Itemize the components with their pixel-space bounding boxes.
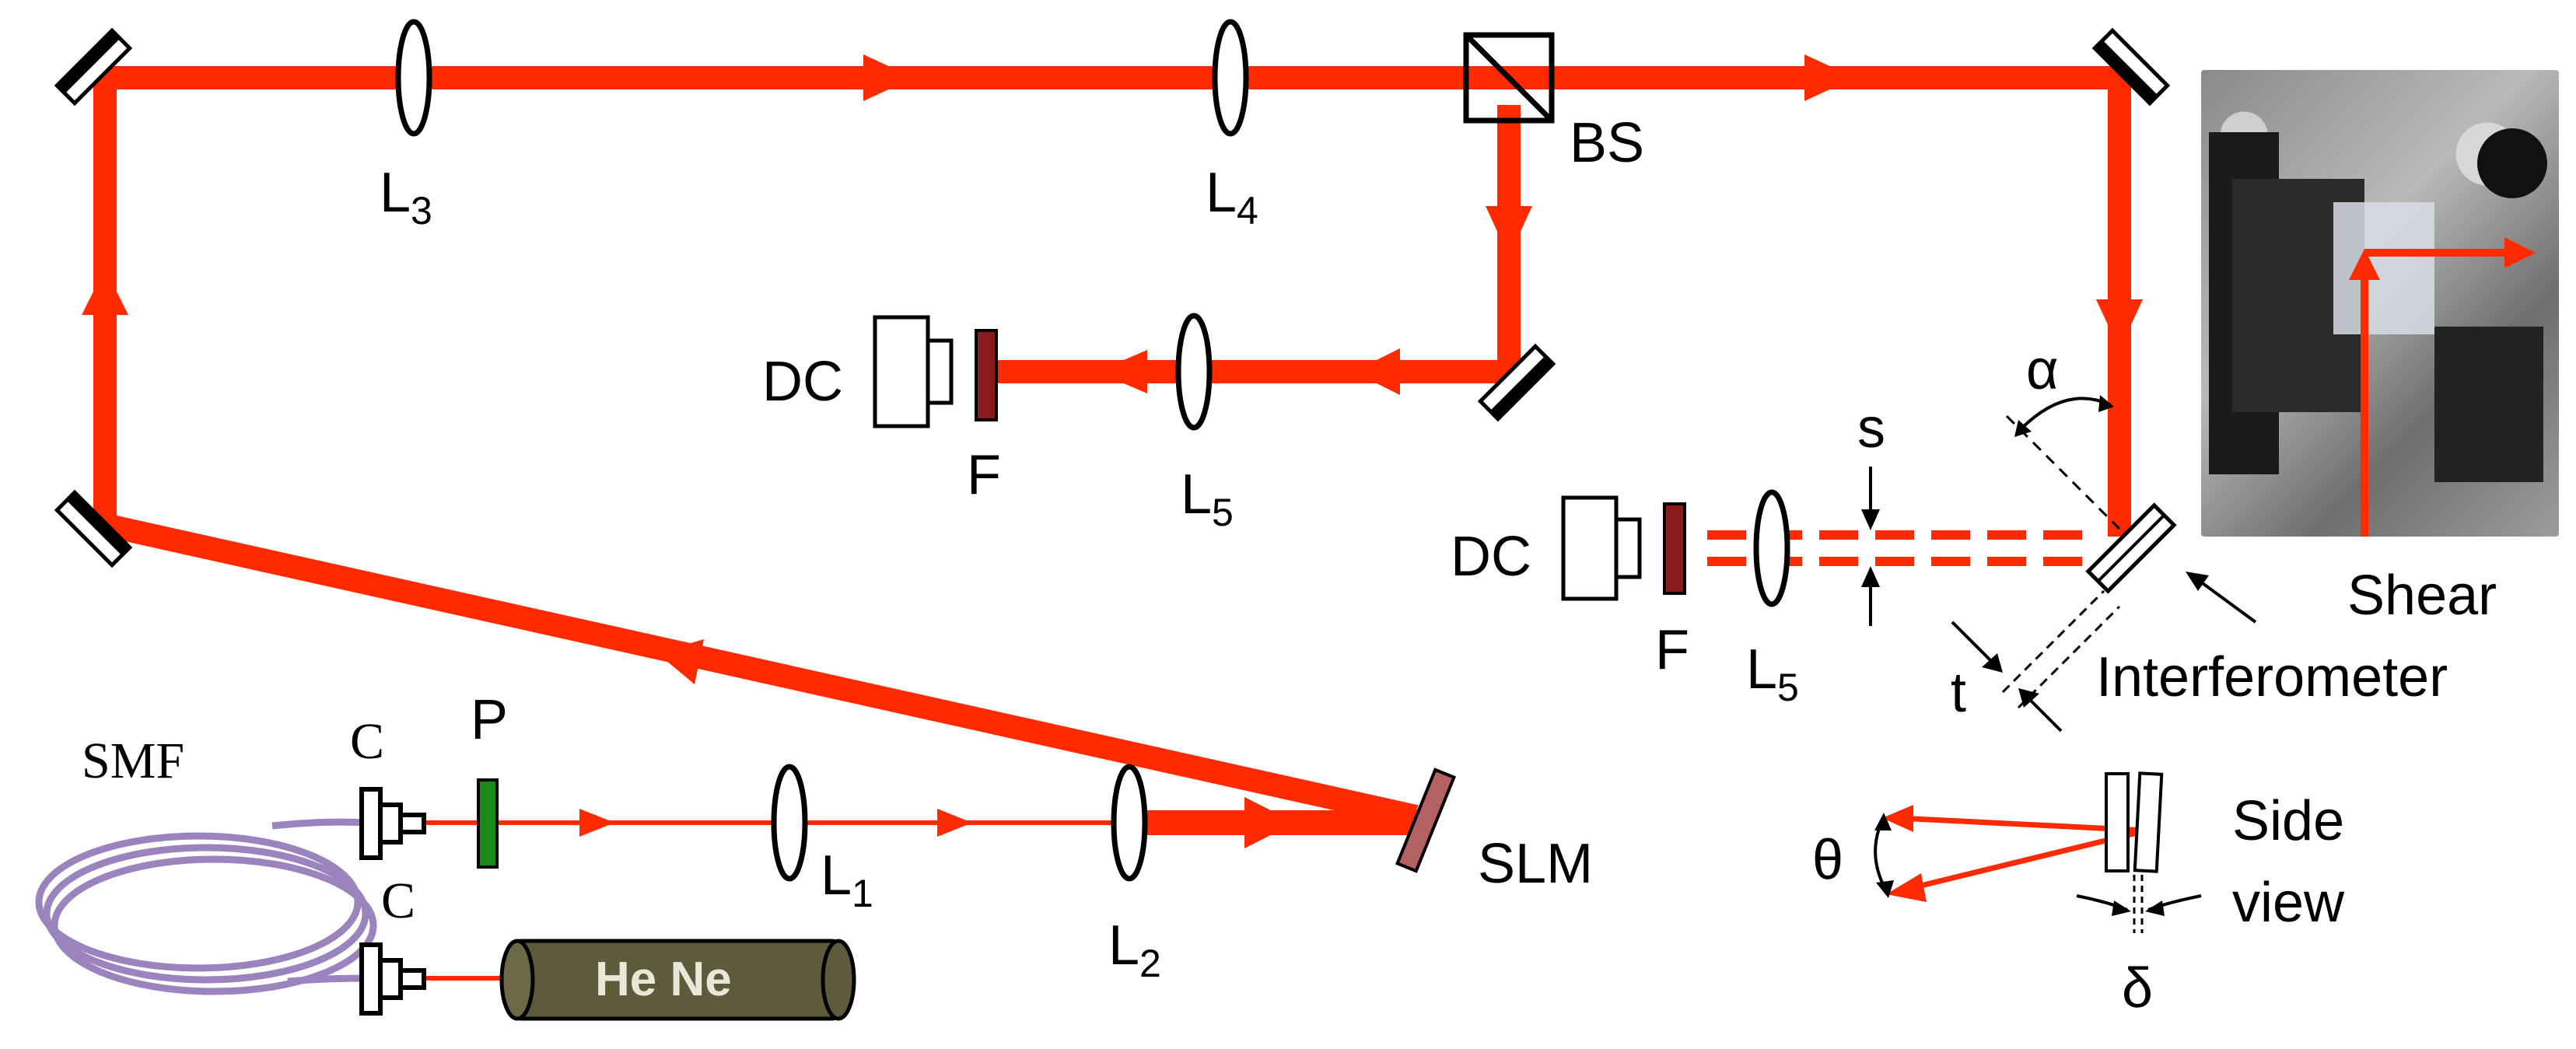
alpha-arrowhead-1 xyxy=(2014,420,2032,437)
thickness-line-2 xyxy=(2017,605,2121,709)
label-F-top: F xyxy=(967,444,1001,506)
filter-top xyxy=(975,329,998,421)
slm xyxy=(1395,768,1457,873)
lens-L4 xyxy=(1212,19,1249,137)
delta-arrowhead-right xyxy=(2145,900,2165,916)
label-view: view xyxy=(2232,872,2345,934)
shear-plate-top-view xyxy=(2085,502,2177,594)
label-BS: BS xyxy=(1570,112,1644,174)
beam-diagonal-slm xyxy=(102,513,1419,828)
label-s: s xyxy=(1857,397,1885,460)
beam-splitter xyxy=(1463,32,1555,124)
t-arrowhead-2 xyxy=(2018,688,2039,708)
lens-L5-right xyxy=(1753,489,1790,607)
lens-L5-top xyxy=(1175,313,1213,431)
label-side: Side xyxy=(2232,790,2344,852)
t-arrow-2 xyxy=(2025,694,2063,733)
labels: L3 L4 BS DC F L5 DC F L5 α s t Shear Int… xyxy=(82,112,2497,1019)
label-theta: θ xyxy=(1812,829,1843,891)
photo-knob xyxy=(2477,128,2547,198)
hene-laser xyxy=(499,939,856,1021)
arrow-thin-1 xyxy=(579,809,614,837)
detector-camera-top xyxy=(873,315,954,428)
mirror-top-right xyxy=(2091,27,2171,107)
theta-arrowhead-1 xyxy=(1874,813,1892,830)
label-L3: L3 xyxy=(380,162,432,233)
sideview-arrow-2 xyxy=(1886,873,1927,902)
alpha-reference-line xyxy=(2005,414,2121,530)
arrow-left-up xyxy=(82,268,128,315)
arrow-bs-down xyxy=(1486,206,1532,257)
thickness-line-1 xyxy=(2001,589,2105,694)
arrow-thick-slm xyxy=(1244,797,1295,848)
label-L5-top: L5 xyxy=(1181,463,1234,534)
fiber-coupler-bottom xyxy=(359,942,426,1016)
photo-stage xyxy=(2434,327,2543,482)
label-C-top: C xyxy=(350,713,384,770)
sideview-arrow-1 xyxy=(1882,805,1913,832)
s-arrowhead-bottom xyxy=(1861,566,1880,587)
lens-L3 xyxy=(395,19,432,137)
s-arrowhead-top xyxy=(1861,509,1880,530)
mirror-bottom-left xyxy=(54,489,133,568)
sideview-plates xyxy=(2105,771,2164,873)
alpha-arrowhead-2 xyxy=(2098,395,2114,412)
lens-L2 xyxy=(1111,764,1148,882)
arrow-dc-left-2 xyxy=(1097,350,1147,393)
label-P: P xyxy=(471,689,508,751)
label-t: t xyxy=(1951,662,1966,724)
alpha-arc xyxy=(2019,397,2110,431)
arrow-thin-2 xyxy=(937,809,972,837)
filter-right xyxy=(1663,502,1686,595)
mirrors xyxy=(54,27,2171,568)
arrow-dc-left-1 xyxy=(1353,348,1400,395)
fiber-coupler-top xyxy=(359,787,426,860)
mirror-bs-lower xyxy=(1477,343,1556,422)
label-HeNe: He Ne xyxy=(595,953,732,1006)
detector-camera-right xyxy=(1561,495,1642,601)
mirror-top-left xyxy=(54,27,133,107)
shear-interferometer-photo xyxy=(2201,70,2559,537)
label-DC-top: DC xyxy=(762,351,843,413)
label-L2: L2 xyxy=(1108,914,1161,985)
beam-arrows xyxy=(82,54,2143,902)
polarizer xyxy=(477,778,499,869)
lenses xyxy=(395,19,1790,882)
label-shear: Shear xyxy=(2347,565,2497,627)
single-mode-fiber xyxy=(35,818,377,995)
label-SLM: SLM xyxy=(1478,833,1593,895)
label-delta: δ xyxy=(2122,957,2153,1019)
shear-pointer xyxy=(2196,578,2257,624)
lens-L1 xyxy=(771,764,808,882)
label-C-bottom: C xyxy=(381,872,415,929)
shear-pointer-head xyxy=(2186,572,2209,591)
photo-arrow-up xyxy=(2349,249,2380,280)
label-SMF: SMF xyxy=(82,733,184,789)
label-interferometer: Interferometer xyxy=(2096,646,2448,708)
photo-glass-plate xyxy=(2333,202,2434,334)
photo-arrow-right xyxy=(2504,237,2536,268)
delta-arrowhead-left xyxy=(2112,900,2131,916)
arrow-top-2 xyxy=(1804,54,1855,101)
arrow-right-down xyxy=(2096,299,2143,350)
t-arrow-1 xyxy=(1951,621,1997,666)
label-DC-right: DC xyxy=(1451,526,1531,588)
theta-arc xyxy=(1874,820,1888,891)
label-L4: L4 xyxy=(1206,162,1258,233)
theta-arrowhead-2 xyxy=(1876,880,1894,898)
arrow-top-1 xyxy=(863,54,914,101)
arrow-diagonal xyxy=(657,639,704,684)
label-L5-right: L5 xyxy=(1746,638,1799,709)
t-arrowhead-1 xyxy=(1982,653,2003,673)
label-L1: L1 xyxy=(821,844,873,915)
label-F-right: F xyxy=(1655,619,1689,681)
label-alpha: α xyxy=(2026,339,2059,401)
